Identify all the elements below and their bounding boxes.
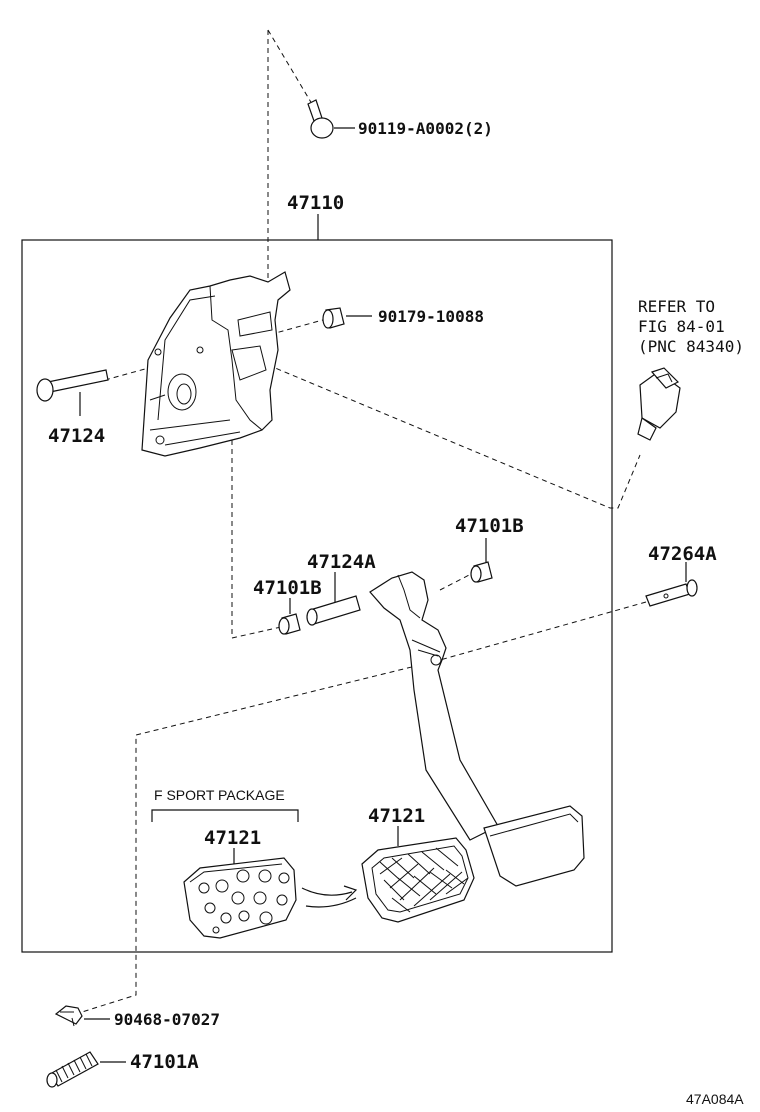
bushing-right (470, 561, 493, 583)
label-47101b-right: 47101B (455, 515, 524, 537)
label-47121-sport: 47121 (204, 827, 261, 849)
stop-lamp-switch (637, 367, 681, 441)
pedal-collar (306, 595, 361, 626)
guide-lines (81, 29, 647, 1013)
label-90468-07027: 90468-07027 (114, 1010, 220, 1029)
replacement-arrow (301, 887, 353, 896)
return-spring (46, 1051, 99, 1088)
bushing-left (278, 613, 301, 635)
bushing-top (322, 307, 345, 329)
figure-code: 47A084A (686, 1091, 744, 1107)
brake-pedal-arm (369, 571, 585, 887)
refer-note-line2: FIG 84-01 (638, 317, 725, 336)
label-90119-a0002: 90119-A0002(2) (358, 119, 493, 138)
assembly-frame (21, 239, 613, 953)
label-47264a: 47264A (648, 543, 717, 565)
retaining-clip (54, 1005, 83, 1027)
pedal-bracket (141, 271, 291, 457)
f-sport-package-note: F SPORT PACKAGE (154, 787, 285, 803)
pivot-bolt (36, 369, 109, 402)
top-bolt (307, 99, 334, 139)
pedal-pad-standard (361, 837, 475, 923)
replacement-arrow-head (343, 885, 358, 901)
replacement-arrow-2 (305, 897, 357, 908)
refer-note-line3: (PNC 84340) (638, 337, 744, 356)
pedal-pad-sport (183, 857, 297, 939)
label-47101a: 47101A (130, 1051, 199, 1073)
clevis-pin (645, 579, 698, 607)
label-90179-10088: 90179-10088 (378, 307, 484, 326)
label-47124a: 47124A (307, 551, 376, 573)
label-47101b-left: 47101B (253, 577, 322, 599)
f-sport-bracket (151, 809, 299, 822)
label-47124: 47124 (48, 425, 105, 447)
label-47110: 47110 (287, 192, 344, 214)
refer-note-line1: REFER TO (638, 297, 715, 316)
label-47121-std: 47121 (368, 805, 425, 827)
